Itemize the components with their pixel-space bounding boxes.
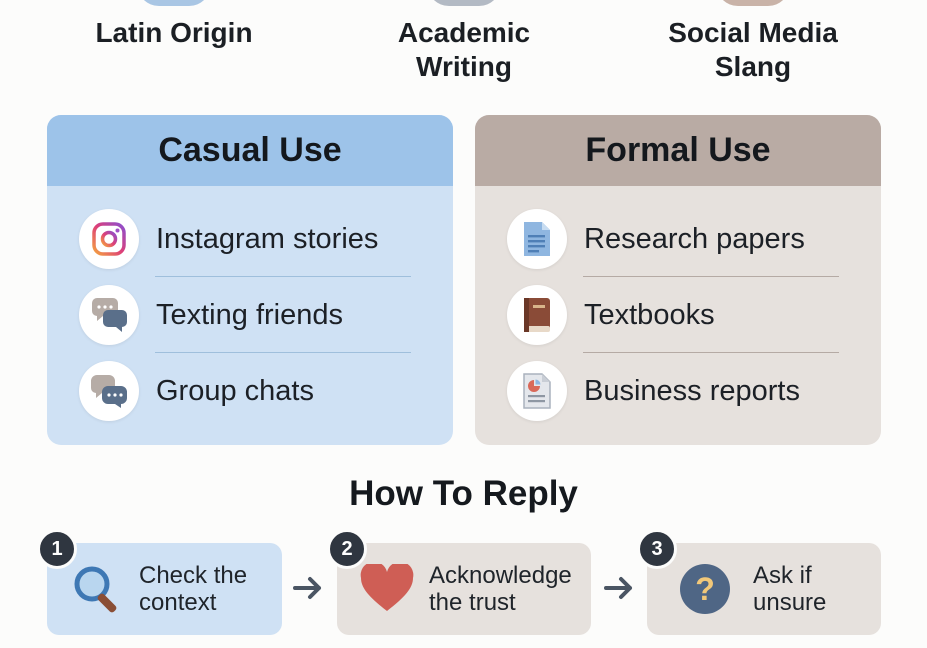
divider (155, 276, 411, 277)
origin-academic-circle (427, 0, 501, 6)
casual-use-panel: Casual Use Instagram stories (47, 115, 453, 445)
how-to-reply-title: How To Reply (349, 474, 578, 513)
instagram-icon (79, 209, 139, 269)
step-number-badge: 3 (637, 529, 677, 569)
casual-item-label: Instagram stories (156, 222, 379, 255)
origin-social-circle (716, 0, 790, 6)
formal-use-title: Formal Use (475, 115, 881, 186)
document-icon (507, 209, 567, 269)
casual-item-label: Texting friends (156, 298, 343, 331)
origin-latin-circle (137, 0, 211, 6)
formal-use-panel: Formal Use Research papers Textbooks (475, 115, 881, 445)
origin-social-label: Social Media Slang (668, 17, 838, 82)
formal-item-label: Business reports (584, 374, 800, 407)
book-icon (507, 285, 567, 345)
divider (155, 352, 411, 353)
formal-item-business-reports: Business reports (507, 353, 841, 429)
casual-use-title: Casual Use (47, 115, 453, 186)
reply-step-2: 2 Acknowledge the trust (327, 529, 591, 635)
step-text: Acknowledge the trust (429, 562, 572, 616)
step-text: Check the context (139, 562, 248, 616)
magnifier-icon (69, 561, 125, 617)
formal-item-research: Research papers (507, 201, 841, 277)
step-number-badge: 1 (37, 529, 77, 569)
heart-icon (359, 561, 415, 617)
question-icon: ? (677, 561, 733, 617)
origin-latin-label: Latin Origin (95, 17, 253, 48)
step-text: Ask if unsure (753, 562, 827, 616)
svg-text:?: ? (695, 571, 715, 607)
report-icon (507, 361, 567, 421)
formal-item-label: Textbooks (584, 298, 715, 331)
divider (583, 276, 839, 277)
reply-step-3: 3 ? Ask if unsure (637, 529, 881, 635)
origin-academic-label: Academic Writing (397, 17, 531, 82)
casual-item-instagram: Instagram stories (79, 201, 413, 277)
divider (583, 352, 839, 353)
step-number-badge: 2 (327, 529, 367, 569)
casual-item-label: Group chats (156, 374, 314, 407)
formal-item-label: Research papers (584, 222, 805, 255)
casual-item-group-chats: Group chats (79, 353, 413, 429)
arrow-right-icon (293, 577, 321, 599)
arrow-right-icon (604, 577, 632, 599)
formal-item-textbooks: Textbooks (507, 277, 841, 353)
casual-item-texting: Texting friends (79, 277, 413, 353)
chat-bubbles-icon (79, 285, 139, 345)
reply-step-1: 1 Check the context (37, 529, 282, 635)
group-chat-icon (79, 361, 139, 421)
